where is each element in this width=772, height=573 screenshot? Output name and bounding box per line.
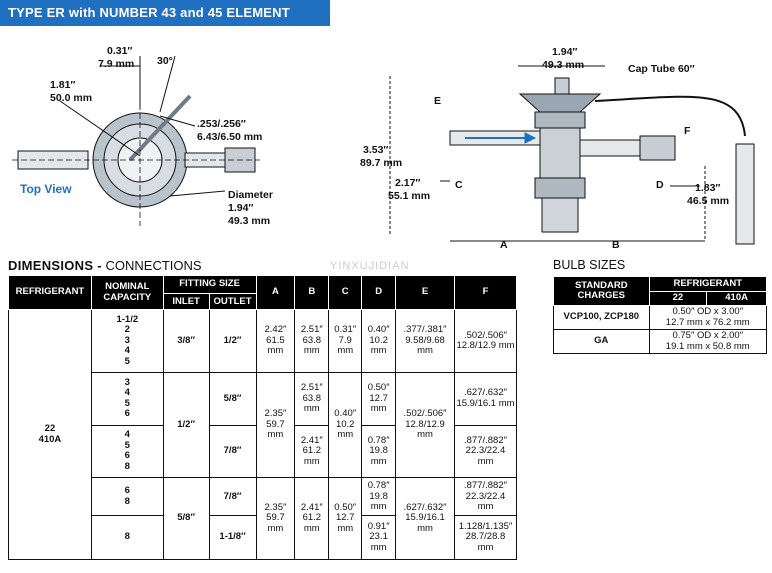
bulb-row-value: 0.75″ OD x 2.00″ 19.1 mm x 50.8 mm [648, 329, 768, 354]
d-cell: 0.50″ 12.7 mm [361, 372, 397, 426]
inlet-cell: 5/8″ [162, 477, 210, 560]
inlet-cell: 1/2″ [162, 371, 210, 479]
header-e: E [395, 274, 455, 311]
cap-cell: 4 5 6 8 [90, 424, 164, 479]
d-cell: 0.78″ 19.8 mm [361, 424, 397, 479]
valve-drawing: 0.31″ 7.9 mm 30° 1.81″ 50.0 mm .253/.256… [12, 45, 755, 251]
inlet-cell: 3/8″ [162, 309, 210, 373]
outlet-cell: 5/8″ [208, 372, 257, 426]
bulb-header-410a: 410A [706, 291, 767, 306]
bulb-row-name: VCP100, ZCP180 [553, 305, 650, 330]
header-a: A [255, 274, 296, 311]
top-view-drawing [12, 55, 260, 226]
header-refrigerant: REFRIGERANT [8, 274, 92, 311]
dim-50-mm: 50.0 mm [50, 92, 92, 104]
b-cell: 2.51″ 63.8 mm [294, 372, 330, 426]
label-a: A [500, 239, 508, 251]
bulb-header-std: STANDARD CHARGES [553, 276, 650, 306]
a-cell: 2.35″ 59.7 mm [255, 477, 296, 560]
dimensions-title: DIMENSIONS - CONNECTIONS [8, 258, 202, 273]
diameter-mm: 49.3 mm [228, 215, 270, 227]
diameter-in: 1.94″ [228, 202, 253, 214]
side-top-in: 1.94″ [552, 46, 577, 58]
a-cell: 2.42″ 61.5 mm [255, 309, 296, 373]
b-cell: 2.41″ 61.2 mm [294, 424, 330, 479]
dim-89-7-mm: 89.7 mm [360, 157, 402, 169]
watermark: YINXUJIDIAN [330, 260, 410, 272]
label-f: F [684, 125, 691, 137]
outlet-cell: 7/8″ [208, 477, 257, 517]
f-cell: .877/.882″ 22.3/22.4 mm [453, 424, 518, 479]
d-cell: 0.40″ 10.2 mm [361, 309, 397, 373]
dim-1-83-in: 1.83″ [695, 182, 720, 194]
d-cell: 0.78″ 19.8 mm [361, 477, 397, 517]
dimensions-table: REFRIGERANT NOMINAL CAPACITY FITTING SIZ… [8, 274, 518, 560]
diameter-label: Diameter [228, 189, 273, 201]
label-e: E [434, 95, 441, 107]
header-d: D [361, 274, 397, 311]
top-view-label: Top View [20, 182, 72, 196]
bulb-header-22: 22 [648, 291, 708, 306]
cap-cell: 8 [90, 515, 164, 560]
d-cell: 0.91″ 23.1 mm [361, 515, 397, 560]
bulb-row-value: 0.50″ OD x 3.00″ 12.7 mm x 76.2 mm [648, 305, 768, 330]
header-fitting: FITTING SIZE [162, 274, 257, 295]
label-b: B [612, 239, 620, 251]
dim-angle: 30° [157, 55, 173, 67]
cap-cell: 1-1/2 2 3 4 5 [90, 309, 164, 373]
outlet-cell: 7/8″ [208, 424, 257, 479]
dim-7-9-mm: 7.9 mm [98, 58, 134, 70]
cap-tube-label: Cap Tube 60″ [628, 63, 695, 75]
cap-cell: 3 4 5 6 [90, 372, 164, 426]
bulb-title: BULB SIZES [553, 258, 626, 272]
outlet-cell: 1-1/8″ [208, 515, 257, 560]
e-cell: .627/.632″ 15.9/16.1 mm [395, 477, 455, 560]
header-inlet: INLET [162, 293, 210, 311]
dim-2-17-in: 2.17″ [395, 177, 420, 189]
b-cell: 2.41″ 61.2 mm [294, 477, 330, 560]
dim-3-53-in: 3.53″ [363, 144, 388, 156]
f-cell: .502/.506″ 12.8/12.9 mm [453, 309, 518, 373]
refrigerant-cell: 22 410A [8, 309, 92, 560]
cap-cell: 6 8 [90, 477, 164, 517]
header-nominal: NOMINAL CAPACITY [90, 274, 164, 311]
a-cell: 2.35″ 59.7 mm [255, 371, 296, 479]
dim-643-mm: 6.43/6.50 mm [197, 131, 262, 143]
f-cell: .627/.632″ 15.9/16.1 mm [453, 372, 518, 426]
side-view-drawing [389, 65, 755, 245]
header-f: F [453, 274, 518, 311]
header-c: C [328, 274, 363, 311]
header-b: B [294, 274, 330, 311]
side-top-mm: 49.3 mm [542, 59, 584, 71]
bulb-header-ref: REFRIGERANT [648, 276, 768, 292]
dim-46-5-mm: 46.5 mm [687, 195, 729, 207]
dim-55-1-mm: 55.1 mm [388, 190, 430, 202]
dim-1-81-in: 1.81″ [50, 79, 75, 91]
f-cell: 1.128/1.135″ 28.7/28.8 mm [453, 515, 518, 560]
bulb-row-name: GA [553, 329, 650, 354]
c-cell: 0.31″ 7.9 mm [328, 309, 363, 373]
header-outlet: OUTLET [208, 293, 257, 311]
outlet-cell: 1/2″ [208, 309, 257, 373]
f-cell: .877/.882″ 22.3/22.4 mm [453, 477, 518, 517]
e-cell: .502/.506″ 12.8/12.9 mm [395, 371, 455, 479]
dim-253-in: .253/.256″ [197, 118, 246, 130]
dim-0-31-in: 0.31″ [107, 45, 132, 57]
c-cell: 0.40″ 10.2 mm [328, 371, 363, 479]
label-c: C [455, 179, 463, 191]
e-cell: .377/.381″ 9.58/9.68 mm [395, 309, 455, 373]
b-cell: 2.51″ 63.8 mm [294, 309, 330, 373]
section-banner: TYPE ER with NUMBER 43 and 45 ELEMENT [0, 0, 330, 26]
bulb-sizes-table: STANDARD CHARGES REFRIGERANT 22 410A VCP… [553, 276, 768, 354]
label-d: D [656, 179, 664, 191]
c-cell: 0.50″ 12.7 mm [328, 477, 363, 560]
